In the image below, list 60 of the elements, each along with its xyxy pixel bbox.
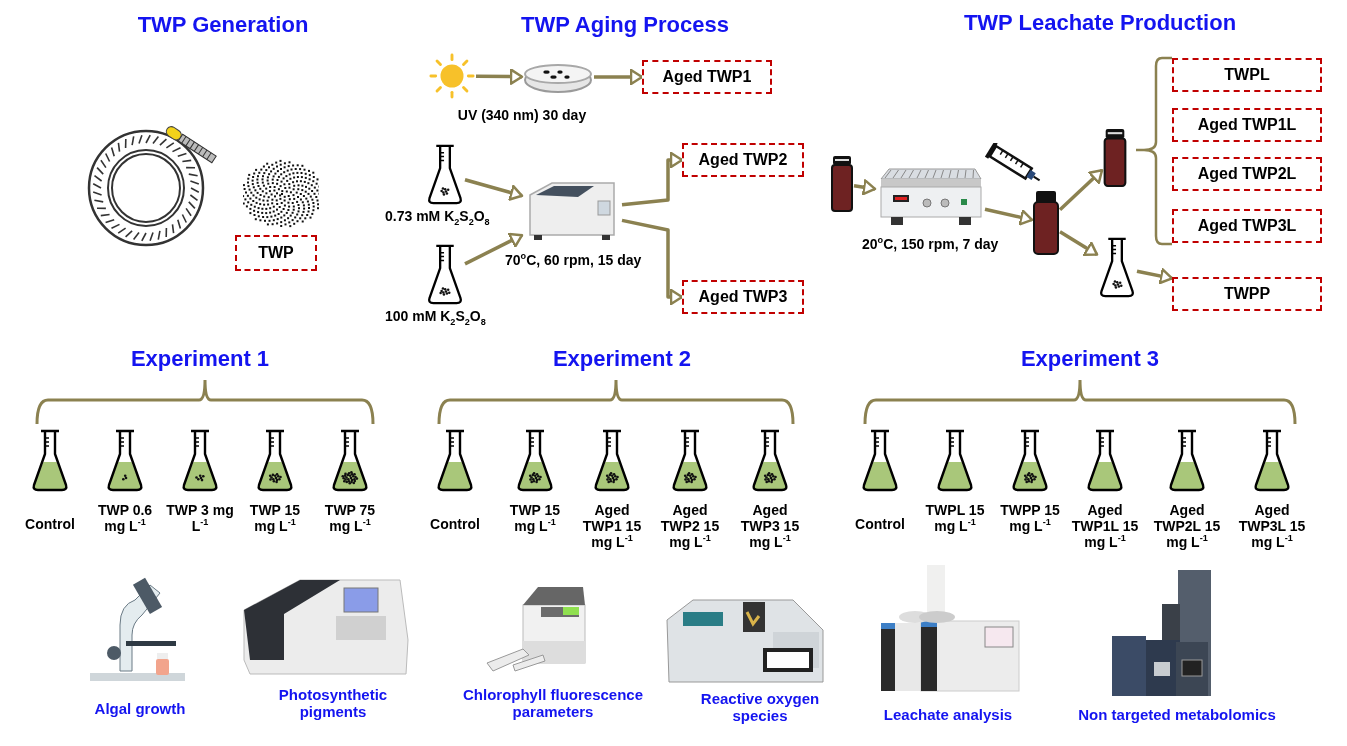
sample-label: TWP 15 mg L$^{-1}$ xyxy=(248,502,302,535)
sample-label: Aged TWP3L 15 mg L$^{-1}$ xyxy=(1237,502,1307,551)
condition-label: 0.73 mM K$_{2}$S$_{2}$O$_{8}$ xyxy=(385,208,490,225)
vial-icon xyxy=(830,155,854,213)
condition-label: 70$^{o}$C, 60 rpm, 15 day xyxy=(505,252,642,269)
arrow xyxy=(984,207,1034,226)
bottle-icon xyxy=(1032,190,1060,256)
method-caption: Reactive oxygen species xyxy=(699,690,821,725)
arrow xyxy=(1059,230,1099,257)
method-caption: Leachate analysis xyxy=(882,706,1014,724)
condition-label: 20$^{o}$C, 150 rpm, 7 day xyxy=(862,236,999,253)
flask-icon xyxy=(425,143,465,205)
section-heading: Experiment 1 xyxy=(129,346,271,372)
arrow xyxy=(464,178,524,201)
sample-box: Aged TWP1 xyxy=(642,60,772,94)
sample-box: Aged TWP3 xyxy=(682,280,804,314)
arrow xyxy=(853,179,877,196)
method-caption: Chlorophyll fluorescence parameters xyxy=(461,686,644,721)
sun-icon xyxy=(428,52,476,100)
sample-label: Control xyxy=(854,516,906,533)
sample-label: Control xyxy=(429,516,481,533)
sample-box: TWP xyxy=(235,235,317,271)
section-heading: Experiment 3 xyxy=(1019,346,1161,372)
sample-box: TWPP xyxy=(1172,277,1322,311)
sample-box: Aged TWP2L xyxy=(1172,157,1322,191)
sample-label: TWPP 15 mg L$^{-1}$ xyxy=(999,502,1061,535)
arrow xyxy=(464,232,524,266)
section-heading: TWP Aging Process xyxy=(520,12,730,38)
method-caption: Photosynthetic pigments xyxy=(277,686,389,721)
condition-label: 100 mM K$_{2}$S$_{2}$O$_{8}$ xyxy=(385,308,486,325)
flask-icon xyxy=(1097,236,1137,298)
sample-label: Control xyxy=(24,516,76,533)
vial-icon xyxy=(1102,128,1128,188)
sample-label: Aged TWP2L 15 mg L$^{-1}$ xyxy=(1152,502,1222,551)
section-heading: TWP Generation xyxy=(136,12,310,38)
sample-label: Aged TWP1 15 mg L$^{-1}$ xyxy=(581,502,643,551)
sample-label: Aged TWP1L 15 mg L$^{-1}$ xyxy=(1070,502,1140,551)
sample-box: Aged TWP3L xyxy=(1172,209,1322,243)
sample-box: Aged TWP1L xyxy=(1172,108,1322,142)
arrow xyxy=(621,218,684,306)
arrow xyxy=(1136,268,1174,285)
sample-label: TWPL 15 mg L$^{-1}$ xyxy=(924,502,986,535)
sample-label: Aged TWP2 15 mg L$^{-1}$ xyxy=(659,502,721,551)
arrow xyxy=(594,68,644,86)
arrow xyxy=(621,151,684,207)
sample-label: TWP 3 mg L$^{-1}$ xyxy=(165,502,235,535)
section-heading: Experiment 2 xyxy=(551,346,693,372)
method-caption: Algal growth xyxy=(93,700,187,718)
section-heading: TWP Leachate Production xyxy=(962,10,1238,36)
flask-icon xyxy=(425,243,465,305)
sample-label: TWP 75 mg L$^{-1}$ xyxy=(323,502,377,535)
sample-box: TWPL xyxy=(1172,58,1322,92)
sample-box: Aged TWP2 xyxy=(682,143,804,177)
sample-label: TWP 15 mg L$^{-1}$ xyxy=(508,502,562,535)
method-caption: Non targeted metabolomics xyxy=(1077,706,1277,724)
arrow xyxy=(1058,168,1104,212)
condition-label: UV (340 nm) 30 day xyxy=(456,107,588,124)
sample-label: Aged TWP3 15 mg L$^{-1}$ xyxy=(739,502,801,551)
arrow xyxy=(476,68,524,85)
sample-label: TWP 0.6 mg L$^{-1}$ xyxy=(96,502,154,535)
